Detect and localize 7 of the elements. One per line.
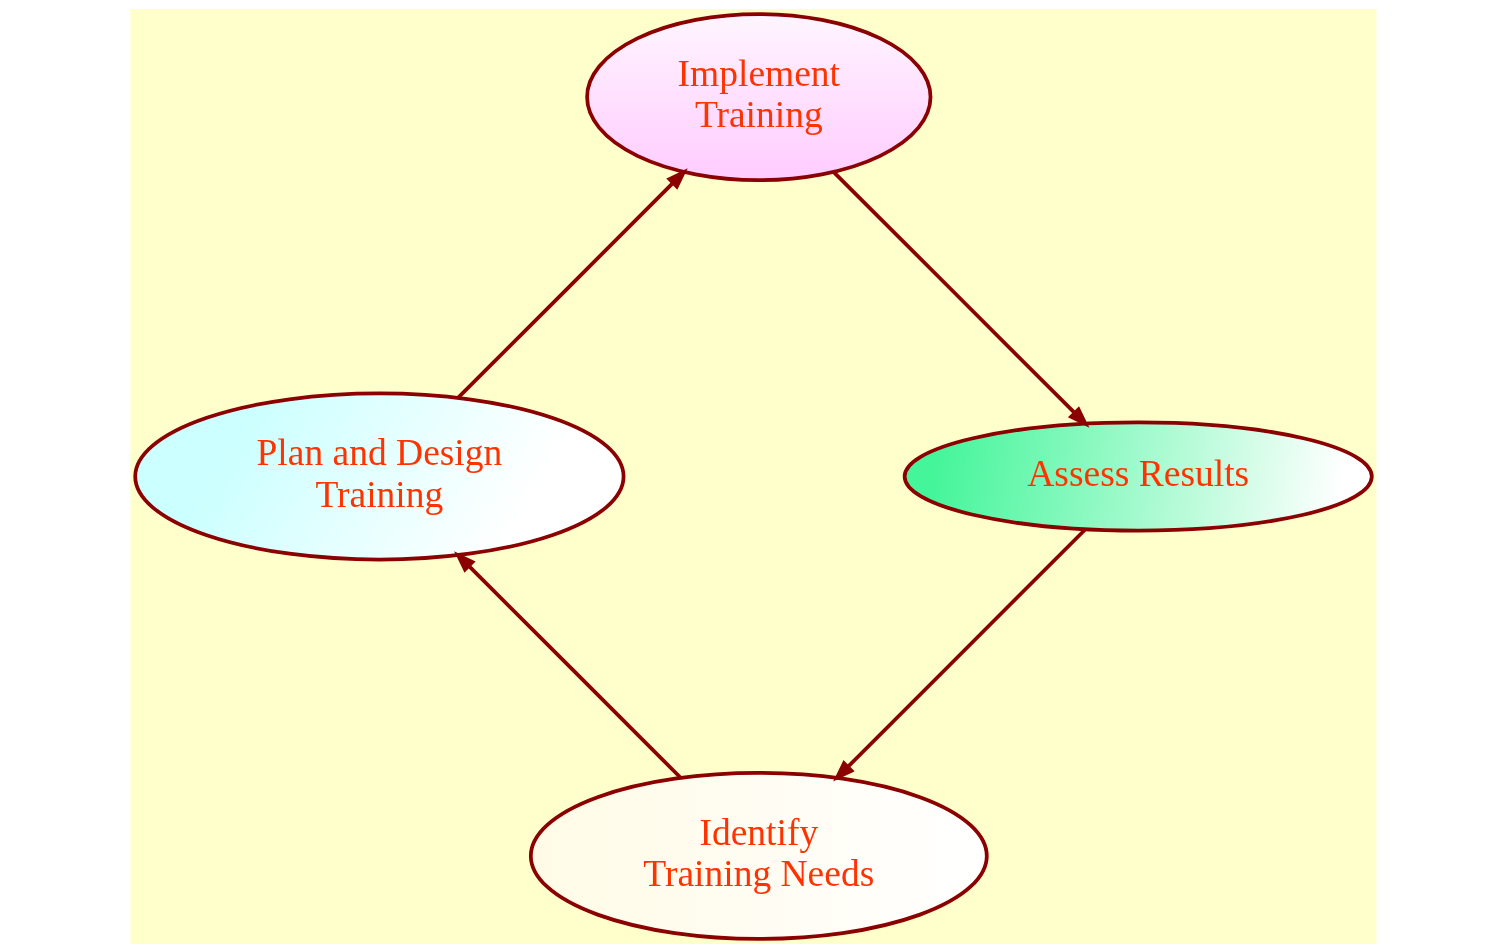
arrow (832, 170, 1090, 428)
arrow (454, 550, 682, 779)
arrow (457, 167, 688, 399)
node-ellipse: Assess Results (902, 420, 1374, 532)
node-ellipse: Identify Training Needs (528, 770, 989, 941)
node-ellipse: Implement Training (585, 11, 933, 182)
node-ellipse: Plan and Design Training (133, 391, 626, 561)
